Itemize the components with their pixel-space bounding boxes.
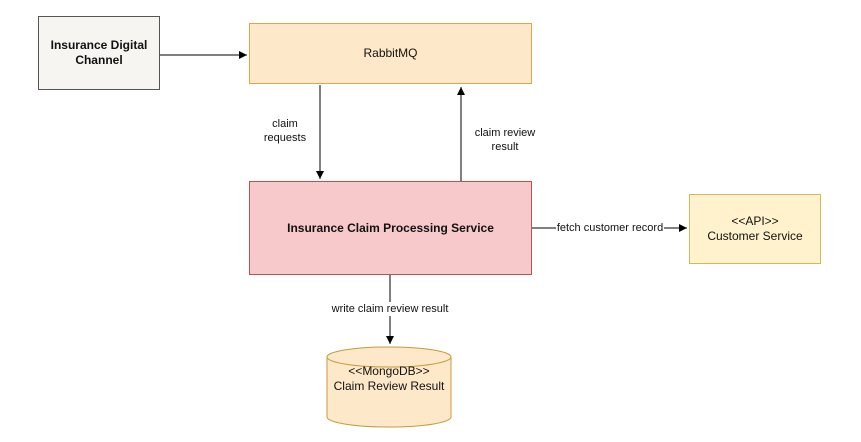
node-label: Claim Review Result	[333, 379, 445, 393]
edge-label-line: claim	[272, 118, 298, 130]
mongodb-node-label[interactable]: <<MongoDB>> Claim Review Result	[327, 364, 451, 394]
node-label-line: Channel	[75, 53, 123, 67]
insurance-claim-processing-service-node[interactable]: Insurance Claim Processing Service	[249, 181, 532, 275]
rabbitmq-node[interactable]: RabbitMQ	[249, 23, 532, 84]
edge-label-fetch-customer-record: fetch customer record	[556, 221, 664, 235]
customer-service-node[interactable]: <<API>> Customer Service	[689, 194, 821, 264]
node-label-line: Insurance Digital	[50, 38, 148, 52]
node-stereotype: <<API>>	[731, 214, 779, 228]
edge-label-write-claim-review-result: write claim review result	[322, 302, 458, 316]
edge-label-line: requests	[263, 132, 307, 144]
node-label: RabbitMQ	[363, 46, 418, 60]
edge-label-line: claim review	[474, 127, 536, 139]
edge-label-claim-review-result: claim review result	[464, 126, 546, 154]
node-stereotype: <<MongoDB>>	[348, 364, 430, 378]
node-label: Insurance Claim Processing Service	[287, 220, 494, 235]
node-label: Customer Service	[707, 229, 803, 243]
insurance-digital-channel-node[interactable]: Insurance Digital Channel	[38, 16, 160, 90]
edge-label-claim-requests: claim requests	[252, 117, 318, 145]
edge-label-line: result	[491, 141, 519, 153]
mongodb-cylinder	[326, 346, 452, 428]
